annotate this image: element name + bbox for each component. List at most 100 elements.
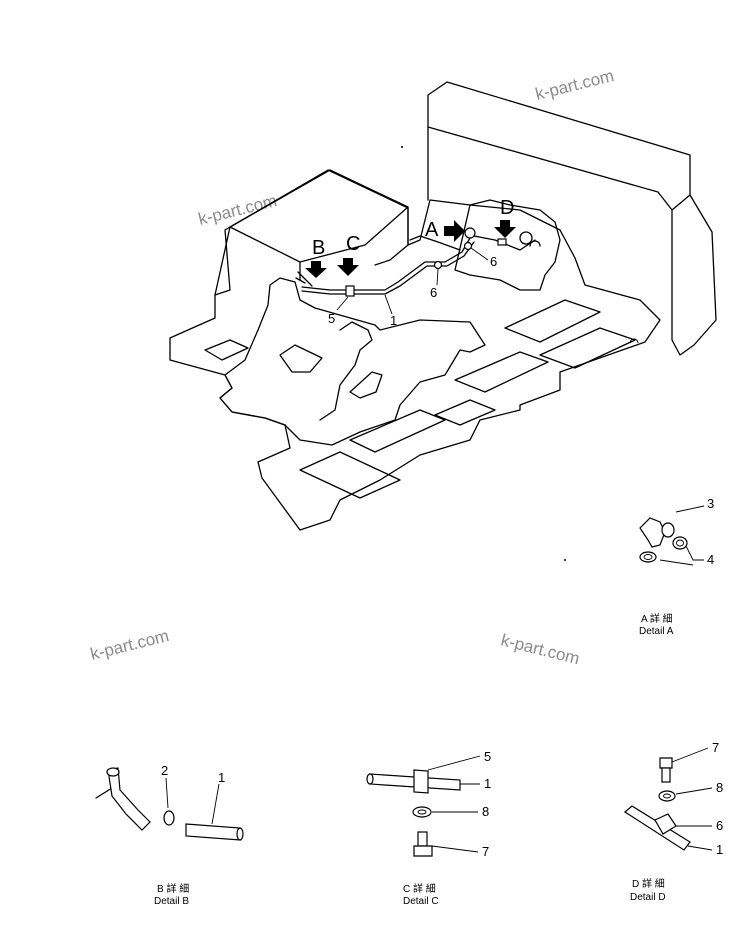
hose-end-b <box>295 271 313 287</box>
callout-6b: 6 <box>490 254 497 269</box>
detail-c-leader-5 <box>427 755 481 771</box>
detail-c-washer-hole <box>417 809 427 815</box>
detail-a-leader-4 <box>659 545 704 566</box>
detail-d-callout-8: 8 <box>716 780 723 795</box>
reservoir <box>454 199 561 291</box>
speck <box>564 559 566 561</box>
engine-box-front <box>374 206 409 266</box>
detail-c-bolt-shank <box>417 831 428 847</box>
bracket-window <box>349 371 383 399</box>
clamp-6b <box>463 241 473 251</box>
detail-a-callout-4: 4 <box>707 552 714 567</box>
floor-cutout-3 <box>299 451 401 499</box>
clamp-d <box>497 238 507 246</box>
detail-c-callout-7: 7 <box>482 844 489 859</box>
watermark-bottom-left: k-part.com <box>88 626 171 664</box>
speck <box>401 146 403 148</box>
detail-a-leader-3 <box>675 505 705 513</box>
detail-b-callout-1: 1 <box>218 770 225 785</box>
detail-b-pipe-end <box>236 827 244 841</box>
detail-b-title-jp: B 詳 細 <box>157 882 189 895</box>
detail-b-pipe <box>185 823 241 841</box>
detail-d-bolt-head <box>659 757 673 769</box>
floor-cutout-6 <box>454 351 549 393</box>
detail-a-clamp-upper <box>672 536 688 550</box>
detail-c-clamp <box>413 769 429 794</box>
detail-a-title-jp: A 詳 細 <box>641 612 673 625</box>
detail-d-leader-7 <box>671 747 709 763</box>
detail-a: 3 4 A 詳 細 Detail A <box>639 496 714 637</box>
detail-c-callout-1: 1 <box>484 776 491 791</box>
floor-hole <box>629 338 639 344</box>
detail-d-leader-1 <box>687 845 713 851</box>
arrow-b <box>305 261 327 278</box>
arrow-c <box>337 258 359 276</box>
detail-d-leader-8 <box>675 787 713 795</box>
detail-d-washer-hole <box>663 793 671 799</box>
detail-d-callout-6: 6 <box>716 818 723 833</box>
pipe-main-edge <box>301 241 475 295</box>
bracket-slot <box>279 344 323 373</box>
detail-b-leader-2 <box>165 777 169 809</box>
detail-b-hose <box>107 767 151 831</box>
leader-6b <box>470 247 489 261</box>
detail-b: 2 1 B 詳 細 Detail B <box>95 763 244 907</box>
detail-d-title-jp: D 詳 細 <box>632 877 665 890</box>
detail-c-pipe-end <box>366 773 374 785</box>
leader-5 <box>336 296 349 311</box>
detail-d-bolt-shank <box>661 767 671 783</box>
bracket-rib <box>319 321 373 421</box>
detail-d-washer <box>658 790 676 802</box>
detail-a-clamp-lower <box>639 551 657 563</box>
callout-6a: 6 <box>430 285 437 300</box>
detail-c-washer <box>412 806 432 818</box>
engine-box-top <box>229 169 409 263</box>
main-assembly: B C A D 5 1 6 6 <box>169 81 717 531</box>
detail-c-bolt-head <box>413 845 433 857</box>
floor-cutout-7 <box>434 399 496 426</box>
rear-wall <box>427 81 717 356</box>
rear-wall-fold <box>671 194 691 211</box>
boom-bracket <box>219 277 486 446</box>
detail-a-clamp-lower-hole <box>643 554 653 560</box>
detail-a-elbow <box>639 517 666 548</box>
detail-c-callout-8: 8 <box>482 804 489 819</box>
detail-d-title-en: Detail D <box>630 892 666 903</box>
detail-c-title-jp: C 詳 細 <box>403 882 436 895</box>
floor-cutout-5 <box>539 327 636 369</box>
detail-a-callout-3: 3 <box>707 496 714 511</box>
detail-b-callout-2: 2 <box>161 763 168 778</box>
pipe-main <box>301 237 471 291</box>
floor-cutout-1 <box>204 339 249 361</box>
fitting-a <box>464 227 476 239</box>
view-label-c: C <box>346 233 360 255</box>
detail-a-title-en: Detail A <box>639 626 674 637</box>
view-label-a: A <box>425 219 439 241</box>
detail-c-callout-5: 5 <box>484 749 491 764</box>
leader-1 <box>384 294 393 315</box>
clamp-6a <box>433 260 443 270</box>
arrow-d <box>494 220 516 238</box>
detail-b-title-en: Detail B <box>154 896 189 907</box>
engine-box-side <box>214 226 301 296</box>
detail-b-leader-1 <box>211 783 220 825</box>
detail-b-clamp <box>163 810 175 826</box>
arrow-a <box>444 220 465 242</box>
detail-c-leader-7 <box>431 845 479 853</box>
watermark-bottom-right: k-part.com <box>499 630 582 668</box>
clamp-5 <box>345 285 355 297</box>
detail-d-pipe <box>623 805 691 851</box>
reservoir-fitting <box>519 231 541 247</box>
detail-b-hose-end <box>106 767 120 777</box>
callout-1: 1 <box>390 313 397 328</box>
watermark-top-right: k-part.com <box>533 66 616 104</box>
pipe-branch <box>473 235 536 251</box>
view-label-d: D <box>500 197 514 219</box>
callout-5: 5 <box>328 311 335 326</box>
detail-c: 5 1 8 7 C 詳 細 Detail C <box>366 749 491 907</box>
reservoir-lip <box>409 235 461 251</box>
detail-d-callout-1: 1 <box>716 842 723 857</box>
detail-a-elbow-end <box>661 522 675 538</box>
